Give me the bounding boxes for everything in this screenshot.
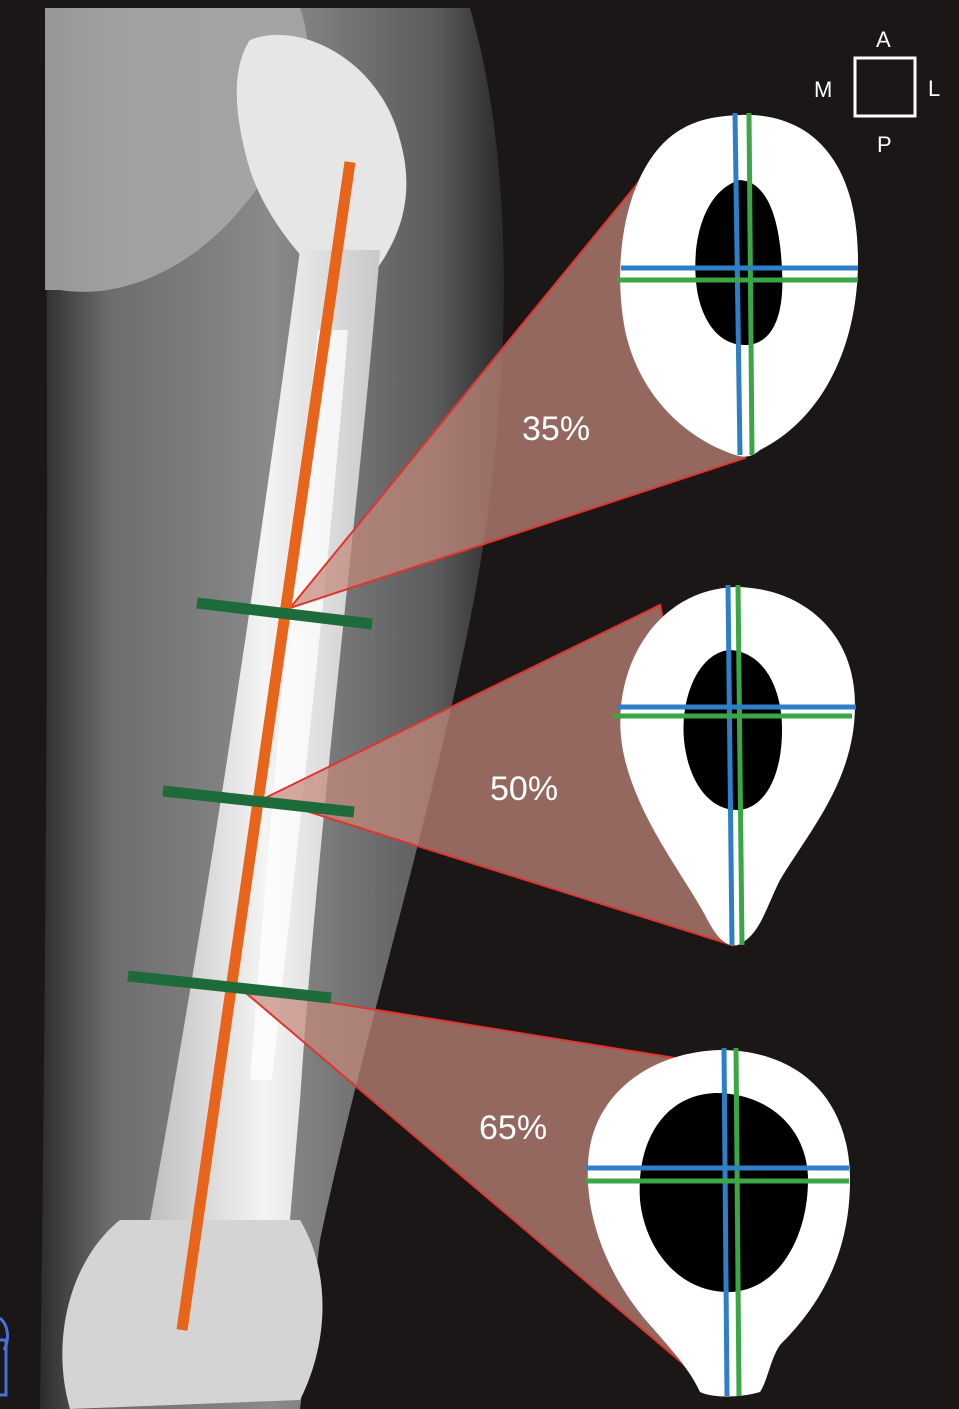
orientation-lateral-label: L: [928, 76, 940, 101]
orientation-medial-label: M: [814, 77, 832, 102]
orientation-anterior-label: A: [876, 27, 891, 52]
axis-blue-vertical-65: [724, 1048, 727, 1396]
orientation-posterior-label: P: [877, 132, 892, 157]
section-label-65: 65%: [479, 1109, 547, 1147]
section-label-35: 35%: [522, 410, 590, 448]
section-label-50: 50%: [490, 770, 558, 808]
axis-green-vertical-35: [749, 113, 752, 455]
axis-green-vertical-65: [736, 1048, 739, 1396]
